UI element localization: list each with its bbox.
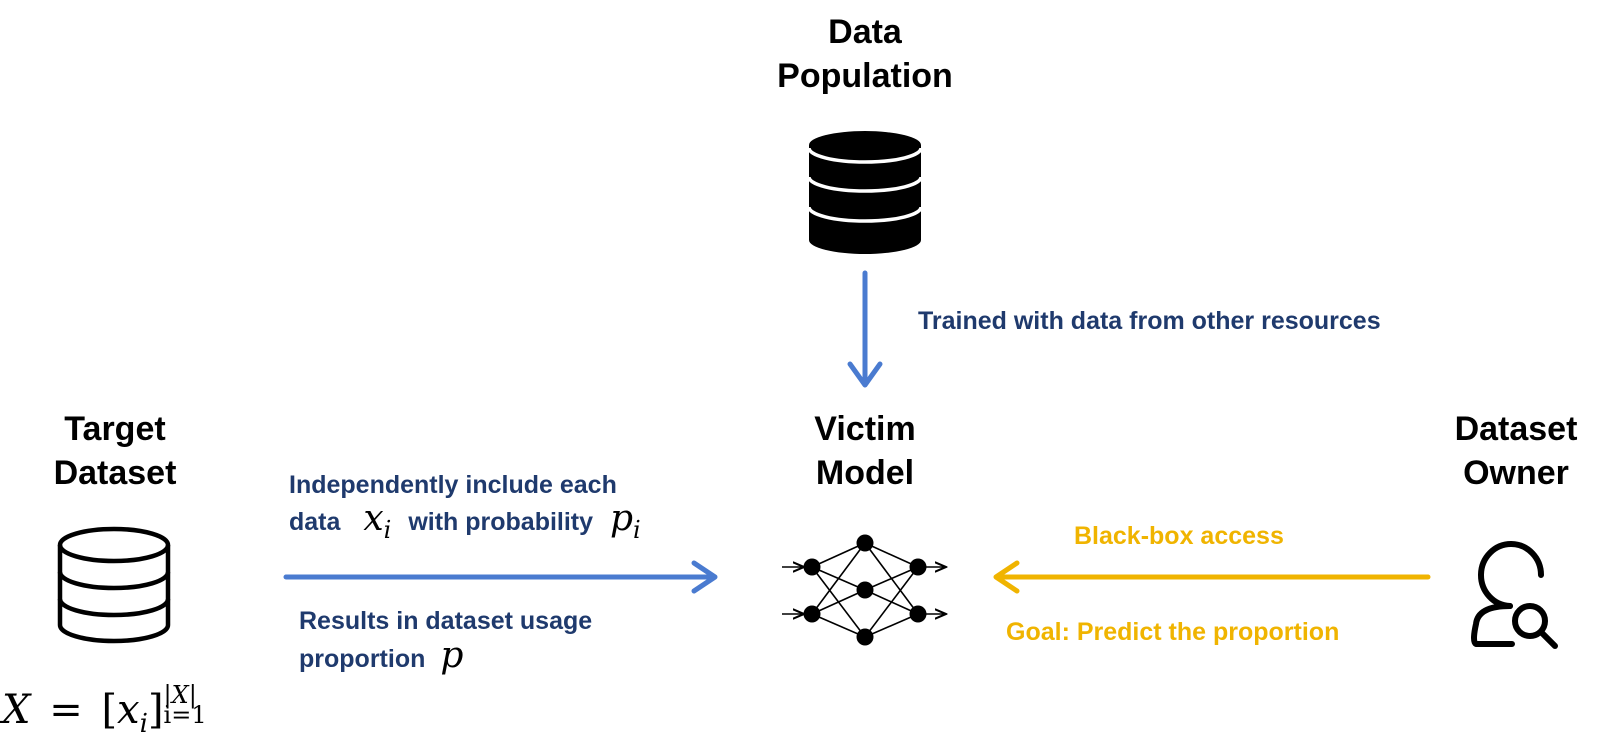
- target-dataset-title: Target Dataset: [15, 407, 215, 495]
- data-population-database-icon: [807, 131, 923, 254]
- dataset-edge-label-prefix: data: [289, 508, 341, 536]
- target-dataset-title-line1: Target: [64, 410, 166, 448]
- dataset-owner-title: Dataset Owner: [1426, 407, 1606, 495]
- math-x-i: xi: [363, 498, 392, 545]
- dataset-formula: X = [xi]|X|i=1: [2, 681, 207, 739]
- math-p-i: pi: [609, 498, 641, 545]
- owner-edge-label-below: Goal: Predict the proportion: [1006, 618, 1340, 646]
- dataset-edge-below-line2: proportion p: [299, 635, 464, 676]
- victim-model-title-line1: Victim: [814, 410, 916, 448]
- target-dataset-database-icon: [57, 526, 171, 644]
- population-edge-label: Trained with data from other resources: [918, 307, 1381, 335]
- dataset-edge-label-line2: data xi with probability pi: [289, 501, 641, 546]
- data-population-title-line2: Population: [777, 57, 953, 95]
- dataset-edge-label-middle: with probability: [408, 508, 594, 536]
- neural-network-icon: [782, 534, 946, 646]
- dataset-owner-title-line1: Dataset: [1454, 410, 1578, 448]
- arrow-owner-to-model: [993, 560, 1431, 594]
- dataset-edge-below-line1: Results in dataset usage: [299, 607, 593, 635]
- victim-model-title: Victim Model: [765, 407, 965, 495]
- user-search-icon: [1471, 541, 1558, 649]
- victim-model-title-line2: Model: [815, 454, 915, 492]
- math-p: p: [440, 635, 464, 676]
- dataset-owner-title-line2: Owner: [1463, 454, 1569, 492]
- arrow-dataset-to-model: [283, 560, 718, 594]
- arrow-population-to-model: [847, 270, 883, 388]
- data-population-title: Data Population: [765, 10, 965, 98]
- dataset-edge-label-line1: Independently include each: [289, 471, 617, 499]
- target-dataset-title-line2: Dataset: [53, 454, 177, 492]
- owner-edge-label-above: Black-box access: [1074, 522, 1284, 550]
- data-population-title-line1: Data: [828, 13, 902, 51]
